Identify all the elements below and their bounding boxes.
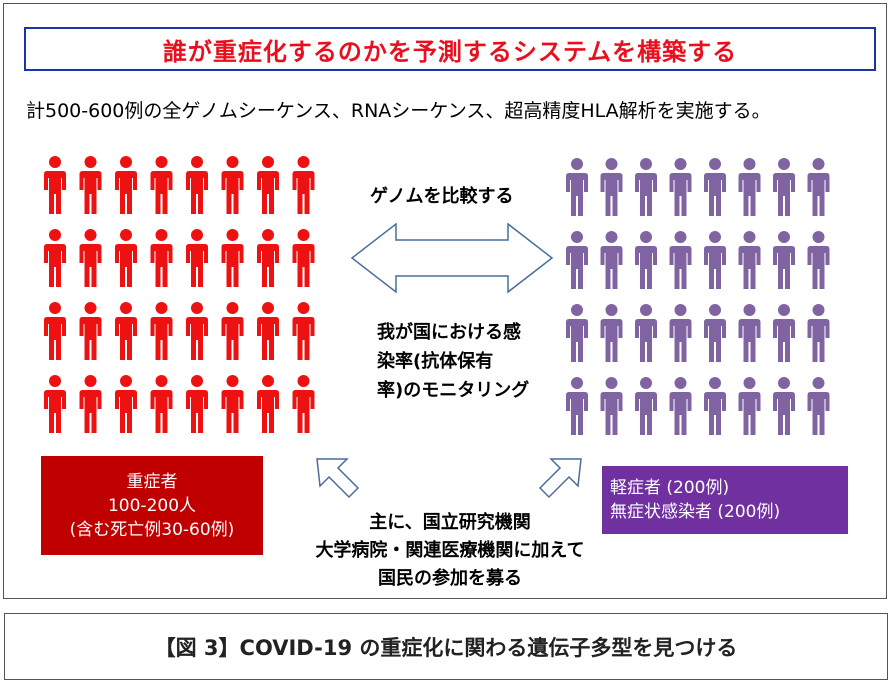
person-icon (669, 304, 692, 362)
person-icon (221, 156, 244, 214)
person-icon (704, 231, 726, 289)
mild-line: 軽症者 (200例) (610, 478, 730, 498)
person-icon (600, 231, 623, 289)
mild-group-label: 軽症者 (200例) 無症状感染者 (200例) (602, 466, 848, 534)
person-icon (79, 302, 102, 360)
person-icon (635, 231, 657, 289)
person-icon (44, 229, 66, 287)
person-icon (738, 231, 761, 289)
person-icon (150, 229, 173, 287)
figure-caption: 【図 3】COVID-19 の重症化に関わる遺伝子多型を見つける (4, 613, 888, 680)
person-icon (292, 229, 315, 287)
person-icon (221, 302, 244, 360)
person-icon (635, 158, 657, 216)
person-icon (635, 377, 657, 435)
person-icon (221, 375, 244, 433)
person-icon (257, 229, 279, 287)
person-icon (566, 158, 588, 216)
person-icon (669, 158, 692, 216)
person-icon (669, 377, 692, 435)
person-icon (704, 158, 726, 216)
compare-genome-label: ゲノムを比較する (370, 186, 514, 207)
mild-line: 無症状感染者 (200例) (610, 502, 781, 522)
person-icon (292, 302, 315, 360)
participation-text: 主に、国立研究機関 大学病院・関連医療機関に加えて 国民の参加を募る (270, 509, 630, 593)
person-icon (115, 375, 137, 433)
person-icon (773, 377, 795, 435)
person-icon (79, 229, 102, 287)
severe-patients-crowd (44, 156, 315, 433)
person-icon (44, 156, 66, 214)
diagram-title: 誰が重症化するのかを予測するシステムを構築する (24, 27, 876, 71)
person-icon (773, 158, 795, 216)
person-icon (292, 156, 315, 214)
person-icon (79, 156, 102, 214)
person-icon (79, 375, 102, 433)
person-icon (186, 302, 208, 360)
participation-line: 大学病院・関連医療機関に加えて (315, 540, 585, 561)
person-icon (704, 377, 726, 435)
person-icon (115, 302, 137, 360)
person-icon (44, 375, 66, 433)
participation-line: 国民の参加を募る (378, 568, 522, 589)
person-icon (257, 375, 279, 433)
severe-group-label: 重症者 100-200人 (含む死亡例30-60例) (41, 456, 263, 555)
person-icon (566, 377, 588, 435)
person-icon (150, 375, 173, 433)
person-icon (257, 156, 279, 214)
person-icon (186, 156, 208, 214)
person-icon (669, 231, 692, 289)
person-icon (566, 231, 588, 289)
person-icon (600, 304, 623, 362)
monitoring-line: 染率(抗体保有 (377, 351, 494, 372)
person-icon (150, 302, 173, 360)
severe-line: 重症者 (126, 471, 178, 492)
person-icon (44, 302, 66, 360)
person-icon (150, 156, 173, 214)
person-icon (773, 304, 795, 362)
person-icon (773, 231, 795, 289)
analysis-description: 計500-600例の全ゲノムシーケンス、RNAシーケンス、超高精度HLA解析を実… (26, 100, 771, 122)
person-icon (115, 229, 137, 287)
severe-line: (含む死亡例30-60例) (69, 519, 235, 540)
monitoring-label: 我が国における感 染率(抗体保有 率)のモニタリング (377, 318, 557, 405)
person-icon (807, 304, 830, 362)
person-icon (221, 229, 244, 287)
person-icon (115, 156, 137, 214)
person-icon (738, 304, 761, 362)
person-icon (566, 304, 588, 362)
person-icon (738, 158, 761, 216)
monitoring-line: 我が国における感 (377, 322, 521, 343)
mild-patients-crowd (566, 158, 830, 435)
participation-line: 主に、国立研究機関 (369, 512, 531, 533)
monitoring-line: 率)のモニタリング (377, 380, 530, 401)
severe-line: 100-200人 (107, 495, 197, 516)
person-icon (186, 375, 208, 433)
person-icon (600, 377, 623, 435)
person-icon (704, 304, 726, 362)
person-icon (600, 158, 623, 216)
person-icon (807, 377, 830, 435)
person-icon (738, 377, 761, 435)
person-icon (635, 304, 657, 362)
person-icon (292, 375, 315, 433)
person-icon (807, 231, 830, 289)
person-icon (807, 158, 830, 216)
person-icon (257, 302, 279, 360)
person-icon (186, 229, 208, 287)
